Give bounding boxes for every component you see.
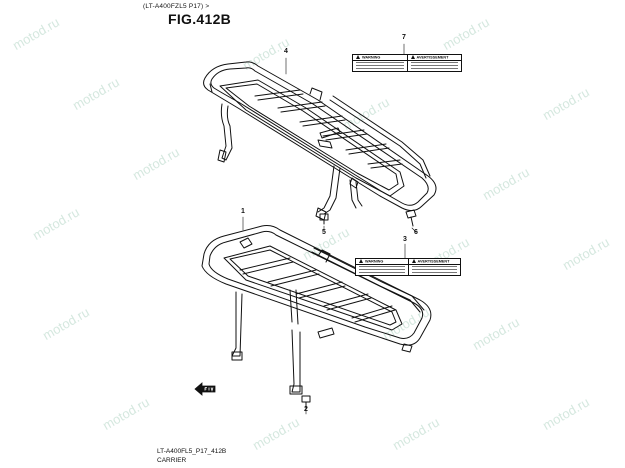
bolt-part-6 bbox=[405, 209, 417, 227]
warning-text: WARNING bbox=[362, 55, 381, 60]
upper-carrier-rack bbox=[203, 61, 437, 221]
warning-triangle-icon bbox=[410, 55, 415, 59]
warning-label-part-7: WARNING AVERTISSEMENT bbox=[352, 54, 462, 72]
avertissement-text: AVERTISSEMENT bbox=[416, 55, 449, 60]
callout-part-7: 7 bbox=[402, 34, 406, 41]
label-warning-panel: WARNING bbox=[353, 55, 408, 71]
callout-part-3: 3 bbox=[403, 236, 407, 243]
warning-triangle-icon bbox=[359, 259, 363, 263]
clip-part-5 bbox=[319, 213, 329, 225]
leader-lines bbox=[242, 43, 417, 415]
bolt-part-2 bbox=[301, 395, 311, 409]
label-avertissement-panel: AVERTISSEMENT bbox=[407, 55, 461, 71]
warning-label-part-3: WARNING AVERTISSEMENT bbox=[355, 258, 461, 276]
warning-triangle-icon bbox=[356, 55, 360, 59]
figure-title: FIG.412B bbox=[168, 11, 232, 27]
diagram-name: CARRIER bbox=[157, 457, 187, 464]
forward-arrow-icon bbox=[194, 382, 216, 396]
lower-carrier-rack bbox=[201, 225, 432, 395]
model-code: (LT-A400FZL5 P17) > bbox=[143, 3, 210, 10]
callout-part-4: 4 bbox=[284, 48, 288, 55]
callout-part-5: 5 bbox=[322, 229, 326, 236]
avertissement-text: AVERTISSEMENT bbox=[417, 259, 450, 264]
callout-part-6: 6 bbox=[414, 229, 418, 236]
warning-text: WARNING bbox=[365, 259, 384, 264]
warning-triangle-icon bbox=[411, 259, 416, 263]
callout-part-2: 2 bbox=[304, 406, 308, 413]
diagram-code: LT-A400FL5_P17_412B bbox=[157, 448, 227, 455]
callout-part-1: 1 bbox=[241, 208, 245, 215]
label-warning-panel: WARNING bbox=[356, 259, 409, 275]
label-avertissement-panel: AVERTISSEMENT bbox=[408, 259, 460, 275]
